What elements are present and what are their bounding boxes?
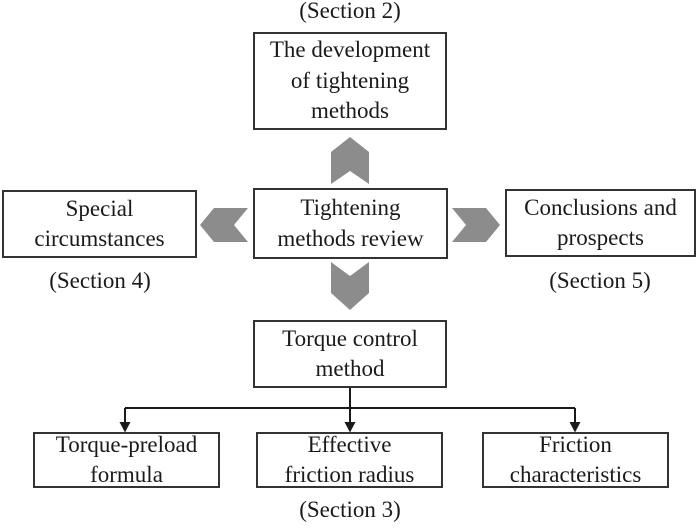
box-friction-characteristics: Friction characteristics xyxy=(482,432,669,488)
section-3-label: (Section 3) xyxy=(299,497,401,522)
box-torque-control-method: Torque control method xyxy=(253,320,447,388)
arrowhead-center xyxy=(344,422,356,433)
section-4-label: (Section 4) xyxy=(49,268,151,293)
left-chevron-arrow-icon xyxy=(200,208,248,242)
box-torque-preload-formula: Torque-preload formula xyxy=(33,432,220,488)
box-tightening-methods-review: Tightening methods review xyxy=(253,188,448,259)
arrowhead-right xyxy=(569,422,581,433)
box-development-of-tightening-methods: The development of tightening methods xyxy=(253,32,447,130)
right-chevron-arrow-icon xyxy=(452,208,500,242)
up-chevron-arrow-icon xyxy=(331,137,369,184)
section-5-label: (Section 5) xyxy=(549,268,651,293)
box-effective-friction-radius: Effective friction radius xyxy=(256,432,443,488)
down-chevron-arrow-icon xyxy=(331,262,369,310)
branch-lines xyxy=(124,388,576,424)
arrowhead-left xyxy=(119,422,131,433)
section-2-label: (Section 2) xyxy=(299,0,401,23)
box-conclusions-and-prospects: Conclusions and prospects xyxy=(505,189,696,257)
box-special-circumstances: Special circumstances xyxy=(2,190,197,258)
